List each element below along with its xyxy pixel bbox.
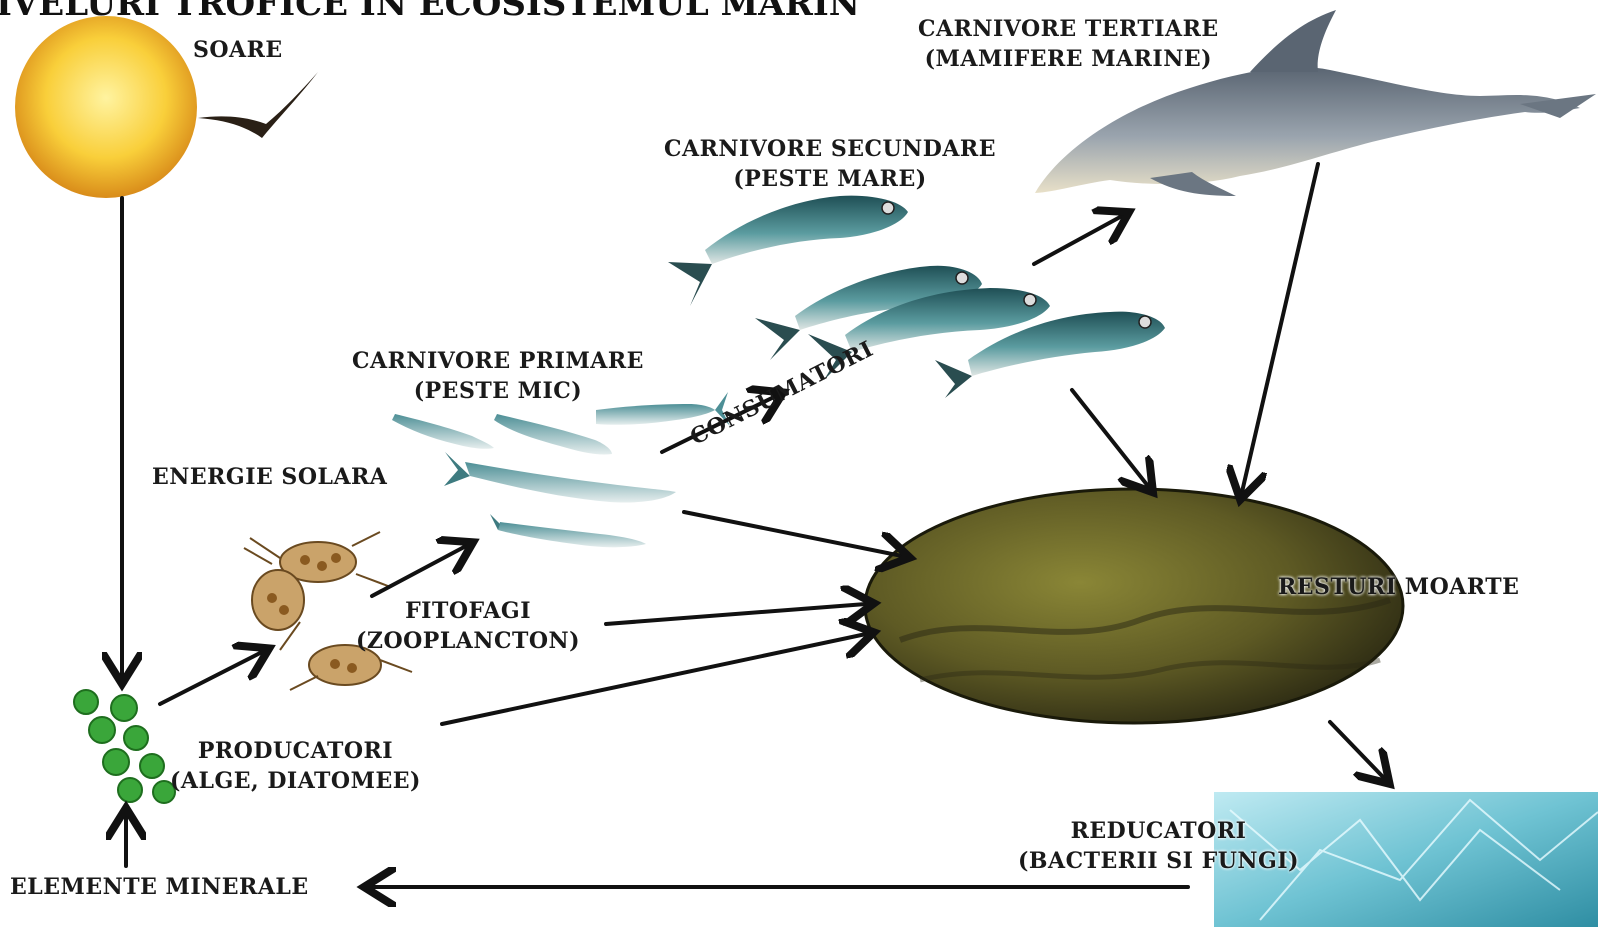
label-primary-carnivores: CARNIVORE PRIMARE(PESTE MIC)	[352, 346, 644, 406]
sun-icon	[15, 16, 197, 198]
arrow-zooplankton-to-detritus	[606, 604, 866, 624]
arrow-large-fish-to-detritus	[1072, 390, 1148, 486]
bird-icon	[198, 72, 318, 138]
detritus-icon	[865, 489, 1403, 723]
arrow-large-fish-to-dolphin	[1034, 216, 1122, 264]
arrow-zooplankton-to-small-fish	[372, 546, 466, 596]
small-fish-icon	[392, 392, 730, 547]
label-sun: SOARE	[193, 35, 283, 65]
arrow-producers-to-zooplankton	[160, 652, 262, 704]
label-secondary-carnivores: CARNIVORE SECUNDARE(PESTE MARE)	[664, 134, 996, 194]
label-herbivores: FITOFAGI(ZOOPLANCTON)	[356, 596, 580, 656]
label-solar-energy: ENERGIE SOLARA	[152, 462, 387, 492]
label-dead-remains: RESTURI MOARTE	[1278, 572, 1519, 602]
diagram-title: IVELURI TROFICE IN ECOSISTEMUL MARIN	[0, 0, 860, 24]
arrow-dolphin-to-detritus	[1242, 164, 1318, 492]
label-producers: PRODUCATORI(ALGE, DIATOMEE)	[170, 736, 421, 796]
label-tertiary-carnivores: CARNIVORE TERTIARE(MAMIFERE MARINE)	[918, 14, 1219, 74]
arrow-detritus-to-reducers	[1330, 722, 1384, 778]
label-mineral-elements: ELEMENTE MINERALE	[10, 872, 309, 902]
label-reducers: REDUCATORI(BACTERII SI FUNGI)	[1018, 816, 1299, 876]
algae-icon	[74, 690, 175, 803]
large-fish-icon	[668, 196, 1165, 398]
arrow-small-fish-to-detritus	[684, 512, 902, 556]
